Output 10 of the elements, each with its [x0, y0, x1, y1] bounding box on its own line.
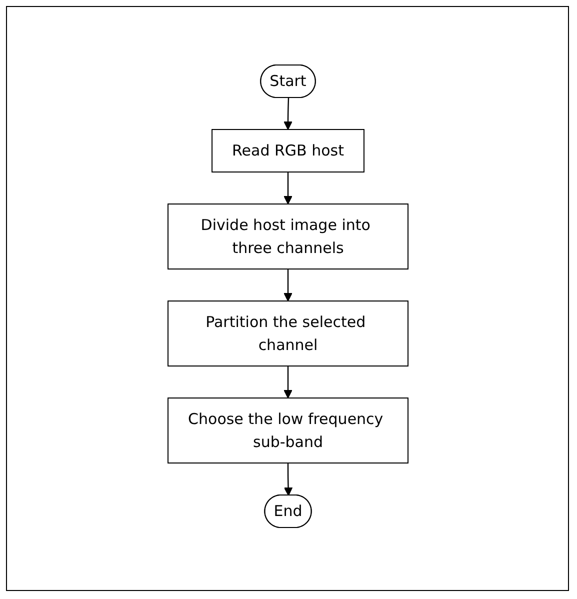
diagram-frame: Start Read RGB host Divide host image into three channels Partition the selected channel Choose the low frequency sub-band End: [6, 6, 569, 591]
arrow: [283, 366, 292, 398]
node-box: [167, 203, 408, 270]
arrow: [283, 462, 292, 496]
node-box: [167, 397, 408, 464]
arrow: [283, 172, 292, 204]
node-box: [211, 128, 364, 172]
arrow: [283, 98, 292, 130]
arrow: [283, 268, 292, 302]
node-box: [167, 300, 408, 366]
